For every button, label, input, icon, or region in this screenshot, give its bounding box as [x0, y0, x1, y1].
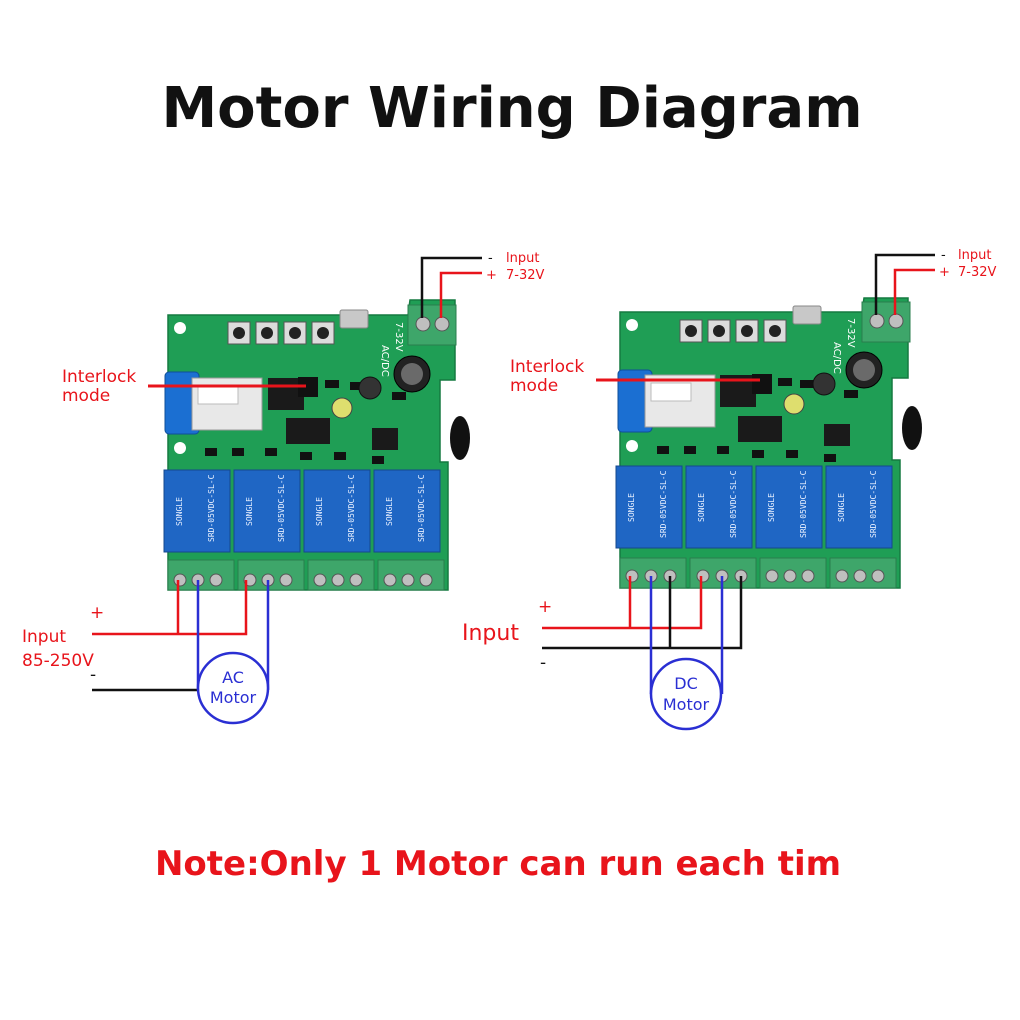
svg-text:SONGLE: SONGLE: [385, 497, 394, 526]
left-supply-plus-label: +: [486, 268, 497, 283]
right-motor-label-2: Motor: [663, 695, 710, 714]
right-inductor: [812, 372, 836, 396]
right-dc-motor: [649, 657, 723, 731]
right-input-minus-wire: [542, 576, 743, 650]
svg-text:SONGLE: SONGLE: [767, 493, 776, 522]
svg-text:SONGLE: SONGLE: [175, 497, 184, 526]
left-input-minus-label: -: [90, 665, 96, 685]
right-input-minus-label: -: [540, 653, 546, 673]
left-relay-row: SRD-05VDC-SL-C SONGLE SRD-05VDC-SL-C SON…: [163, 469, 441, 553]
right-button-row: [679, 319, 787, 343]
left-usb-port: [339, 309, 369, 329]
right-input-label: Input: [462, 621, 519, 646]
svg-text:SRD-05VDC-SL-C: SRD-05VDC-SL-C: [417, 474, 426, 542]
svg-text:SRD-05VDC-SL-C: SRD-05VDC-SL-C: [659, 470, 668, 538]
left-button-row: [227, 321, 335, 345]
left-input-plus-wire: [92, 580, 248, 636]
svg-text:SONGLE: SONGLE: [697, 493, 706, 522]
left-interlock-label-2: mode: [62, 386, 110, 406]
svg-text:SRD-05VDC-SL-C: SRD-05VDC-SL-C: [277, 474, 286, 542]
right-silk-acdc: AC/DC: [831, 342, 842, 374]
svg-text:SRD-05VDC-SL-C: SRD-05VDC-SL-C: [799, 470, 808, 538]
right-supply-minus-label: -: [941, 248, 946, 263]
svg-text:SRD-05VDC-SL-C: SRD-05VDC-SL-C: [869, 470, 878, 538]
right-board-assembly: AC/DC 7-32V SRD-05VDC-SL-C SONGLE: [615, 297, 922, 589]
left-motor-label-2: Motor: [210, 688, 257, 707]
left-supply-input-label: lnput: [506, 251, 539, 266]
right-relay-row: SRD-05VDC-SL-C SONGLE SRD-05VDC-SL-C SON…: [615, 465, 893, 549]
right-input-plus-label: +: [538, 597, 552, 617]
right-interlock-label-1: Interlock: [510, 357, 584, 377]
left-supply-plus-wire: [439, 271, 482, 318]
left-supply-minus-wire: [420, 256, 482, 318]
right-motor-label-1: DC: [674, 674, 698, 693]
left-black-cap: [450, 416, 470, 460]
right-usb-port: [792, 305, 822, 325]
left-motor-label-1: AC: [222, 668, 244, 687]
right-supply-minus-wire: [874, 253, 935, 315]
left-supply-minus-label: -: [488, 251, 493, 266]
left-ac-motor: [196, 651, 270, 725]
svg-text:SONGLE: SONGLE: [627, 493, 636, 522]
left-inductor: [358, 376, 382, 400]
left-supply-voltage-label: 7-32V: [506, 268, 545, 283]
left-input-label: Input: [22, 627, 66, 647]
svg-text:SRD-05VDC-SL-C: SRD-05VDC-SL-C: [347, 474, 356, 542]
svg-text:SRD-05VDC-SL-C: SRD-05VDC-SL-C: [729, 470, 738, 538]
right-supply-plus-wire: [893, 268, 935, 315]
note-text: Note:Only 1 Motor can run each tim: [155, 844, 841, 884]
svg-text:SONGLE: SONGLE: [245, 497, 254, 526]
svg-text:SRD-05VDC-SL-C: SRD-05VDC-SL-C: [207, 474, 216, 542]
right-output-terminals: [619, 557, 897, 589]
left-output-terminals: [167, 559, 445, 591]
left-input-voltage-label: 85-250V: [22, 651, 94, 671]
left-interlock-label-1: Interlock: [62, 367, 136, 387]
page-title: Motor Wiring Diagram: [161, 76, 862, 141]
right-black-cap: [902, 406, 922, 450]
left-silk-volt: 7-32V: [393, 322, 404, 352]
right-supply-plus-label: +: [939, 265, 950, 280]
right-interlock-label-2: mode: [510, 376, 558, 396]
right-silk-volt: 7-32V: [845, 318, 856, 348]
left-input-plus-label: +: [90, 603, 104, 623]
left-silk-acdc: AC/DC: [379, 345, 390, 377]
right-supply-voltage-label: 7-32V: [958, 265, 997, 280]
svg-text:SONGLE: SONGLE: [837, 493, 846, 522]
left-board-assembly: AC/DC 7-32V SRD-0: [163, 299, 470, 591]
right-input-plus-wire: [542, 576, 703, 630]
svg-text:SONGLE: SONGLE: [315, 497, 324, 526]
right-supply-input-label: lnput: [958, 248, 991, 263]
